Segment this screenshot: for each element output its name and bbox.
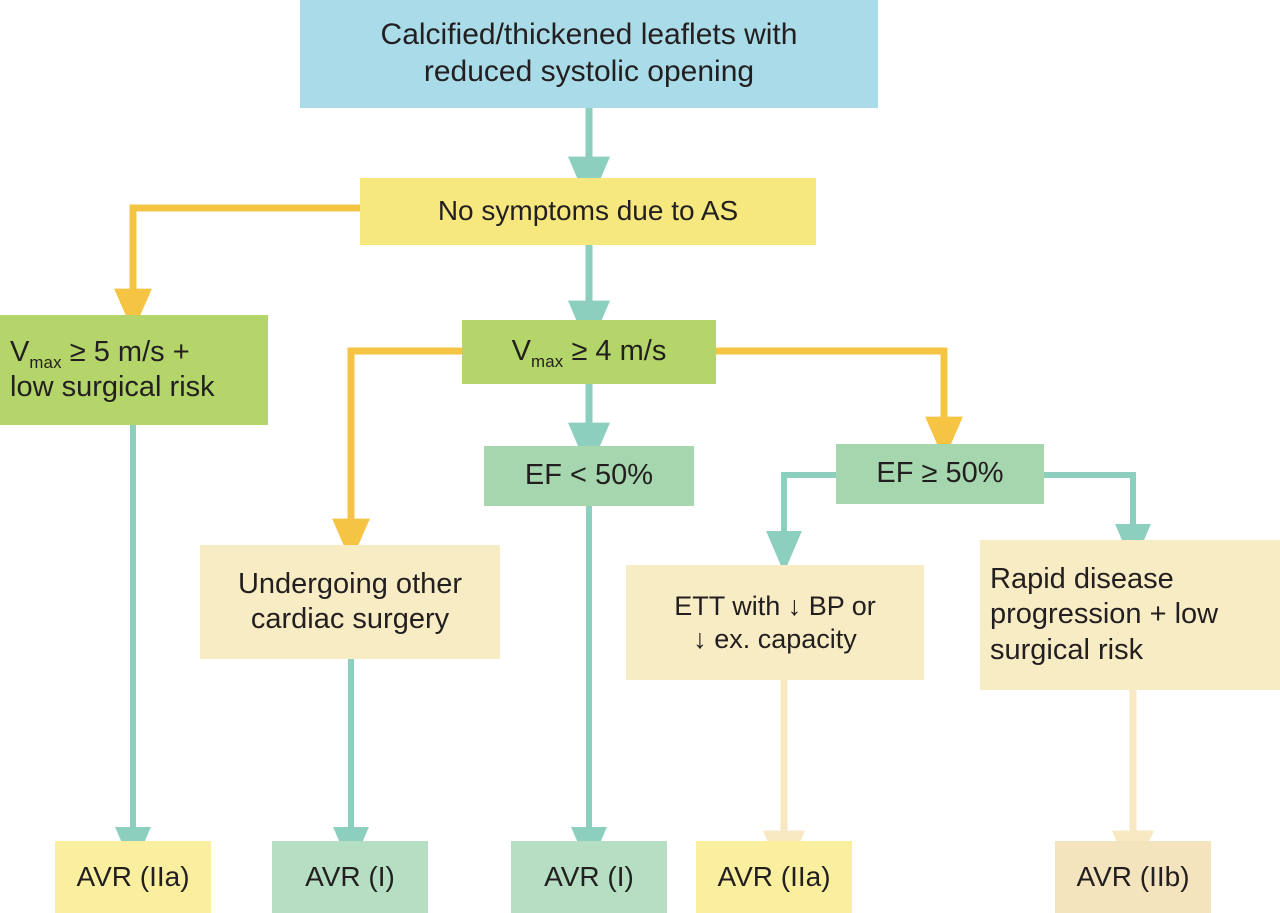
node-avr-2[interactable]: AVR (I): [272, 841, 428, 913]
link-vmax4-to-other-surgery: [332, 347, 462, 562]
node-avr-3-label: AVR (I): [544, 860, 634, 892]
node-ett-label: ETT with ↓ BP or ↓ ex. capacity: [674, 590, 876, 654]
node-avr-5[interactable]: AVR (IIb): [1055, 841, 1211, 913]
node-no-symptoms-label: No symptoms due to AS: [437, 195, 739, 227]
node-root-label: Calcified/thickened leaflets with reduce…: [380, 18, 798, 88]
node-vmax5[interactable]: Vmax ≥ 5 m/s + low surgical risk: [0, 315, 268, 425]
link-ef-high-to-ett: [766, 472, 836, 573]
node-root[interactable]: Calcified/thickened leaflets with reduce…: [300, 0, 878, 108]
node-vmax4-label: Vmax ≥ 4 m/s: [511, 335, 667, 372]
node-avr-5-label: AVR (IIb): [1076, 860, 1190, 892]
node-vmax5-label: Vmax ≥ 5 m/s + low surgical risk: [10, 335, 215, 403]
node-rapid[interactable]: Rapid disease progression + low surgical…: [980, 540, 1280, 690]
link-vmax4-to-ef-high: [716, 347, 963, 460]
node-avr-2-label: AVR (I): [305, 860, 395, 892]
node-ef-high-label: EF ≥ 50%: [876, 457, 1004, 490]
node-other-surgery-label: Undergoing other cardiac surgery: [237, 567, 463, 635]
node-avr-1-label: AVR (IIa): [76, 860, 190, 892]
node-avr-4[interactable]: AVR (IIa): [696, 841, 852, 913]
node-ef-high[interactable]: EF ≥ 50%: [836, 444, 1044, 504]
node-avr-1[interactable]: AVR (IIa): [55, 841, 211, 913]
link-ef-high-to-rapid: [1044, 472, 1151, 566]
link-no-symptoms-to-vmax5: [114, 204, 360, 332]
node-no-symptoms[interactable]: No symptoms due to AS: [360, 178, 816, 245]
node-ef-low-label: EF < 50%: [524, 459, 654, 492]
node-avr-3[interactable]: AVR (I): [511, 841, 667, 913]
node-vmax4[interactable]: Vmax ≥ 4 m/s: [462, 320, 716, 384]
node-other-surgery[interactable]: Undergoing other cardiac surgery: [200, 545, 500, 659]
node-rapid-label: Rapid disease progression + low surgical…: [990, 562, 1219, 666]
node-ef-low[interactable]: EF < 50%: [484, 446, 694, 506]
node-ett[interactable]: ETT with ↓ BP or ↓ ex. capacity: [626, 565, 924, 680]
node-avr-4-label: AVR (IIa): [717, 860, 831, 892]
